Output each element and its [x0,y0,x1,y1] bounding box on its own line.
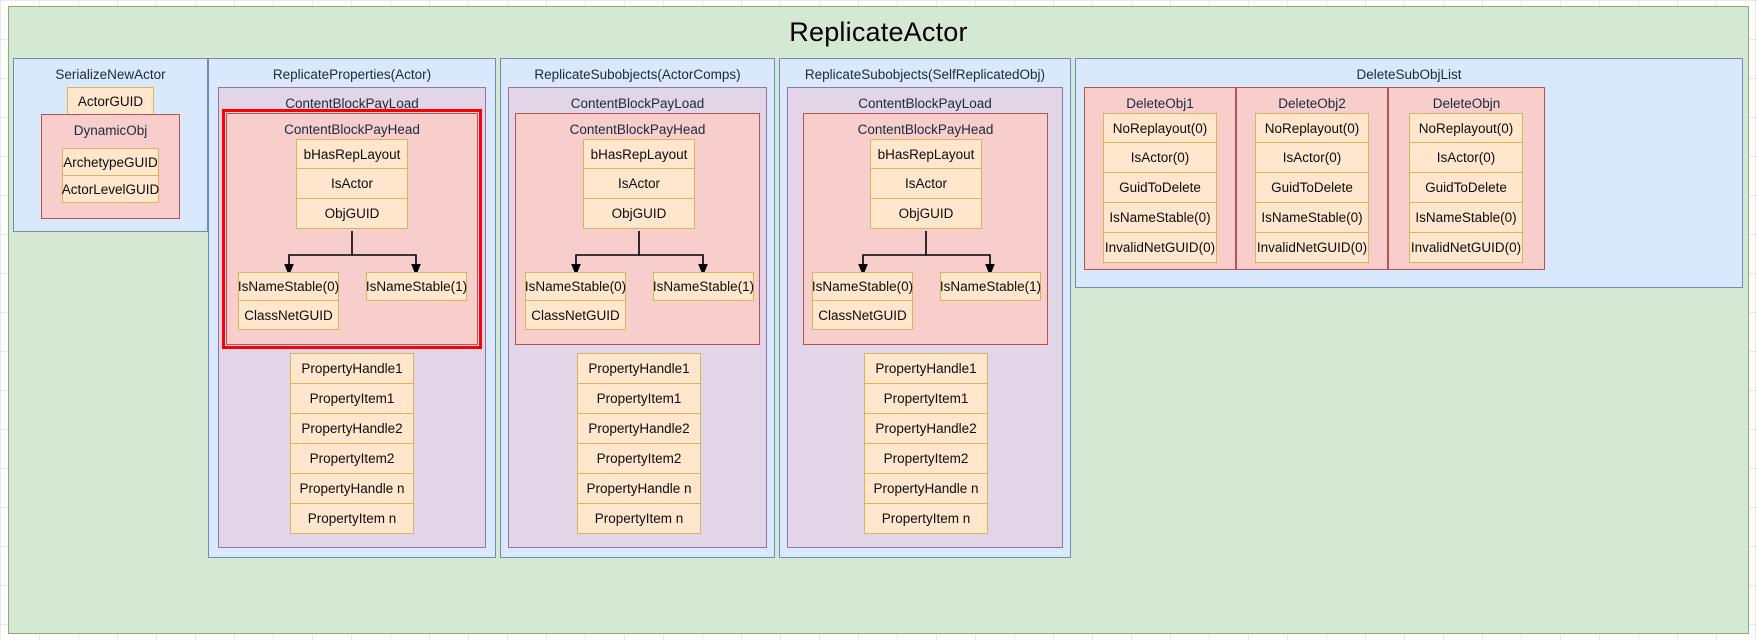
cell-invalidnetguid-0[interactable]: InvalidNetGUID(0) [1103,232,1217,263]
replicate-subobjects-actorcomps-header: ReplicateSubobjects(ActorComps) [534,67,741,82]
cell-property-item-2[interactable]: PropertyItem2 [290,443,414,474]
c1-payhead-header: ContentBlockPayHead [284,122,420,137]
c1-payload-header: ContentBlockPayLoad [285,96,419,111]
page-title: ReplicateActor [789,17,968,47]
cell-isactor-0[interactable]: IsActor(0) [1409,142,1523,173]
cell-objguid[interactable]: ObjGUID [583,198,695,229]
cell-isnamestable-0[interactable]: IsNameStable(0) [1409,202,1523,233]
cell-property-item-1[interactable]: PropertyItem1 [290,383,414,414]
cell-isnamestable-0[interactable]: IsNameStable(0) [238,272,339,301]
replicate-subobjects-selfreplicatedobj-header: ReplicateSubobjects(SelfReplicatedObj) [804,67,1046,82]
cell-property-handle-1[interactable]: PropertyHandle1 [577,353,701,384]
cell-property-item-1[interactable]: PropertyItem1 [577,383,701,414]
delete-obj-2-header: DeleteObj2 [1278,96,1346,111]
cell-property-handle-n[interactable]: PropertyHandle n [577,473,701,504]
cell-objguid[interactable]: ObjGUID [870,198,982,229]
c2-branch-left: IsNameStable(0) ClassNetGUID [525,272,626,330]
cell-isactor[interactable]: IsActor [296,168,408,199]
cell-property-item-2[interactable]: PropertyItem2 [864,443,988,474]
cell-guidtodelete[interactable]: GuidToDelete [1409,172,1523,203]
cell-property-handle-1[interactable]: PropertyHandle1 [290,353,414,384]
dynamic-obj-header: DynamicObj [73,123,148,138]
cell-guidtodelete[interactable]: GuidToDelete [1103,172,1217,203]
serialize-new-actor-header: SerializeNewActor [55,67,166,82]
cell-isnamestable-0[interactable]: IsNameStable(0) [525,272,626,301]
cell-isnamestable-0[interactable]: IsNameStable(0) [812,272,913,301]
cell-isactor-0[interactable]: IsActor(0) [1103,142,1217,173]
cell-property-handle-n[interactable]: PropertyHandle n [864,473,988,504]
cell-property-item-n[interactable]: PropertyItem n [290,503,414,534]
c3-branch-left: IsNameStable(0) ClassNetGUID [812,272,913,330]
cell-property-handle-n[interactable]: PropertyHandle n [290,473,414,504]
cell-isnamestable-1[interactable]: IsNameStable(1) [653,272,754,301]
c2-payhead-header: ContentBlockPayHead [569,122,706,137]
cell-property-handle-1[interactable]: PropertyHandle1 [864,353,988,384]
cell-isnamestable-0[interactable]: IsNameStable(0) [1103,202,1217,233]
delete-obj-n-header: DeleteObjn [1432,96,1501,111]
delete-obj-2-fields: NoReplayout(0) IsActor(0) GuidToDelete I… [1255,113,1369,263]
c3-payhead-header: ContentBlockPayHead [857,122,994,137]
cell-property-handle-2[interactable]: PropertyHandle2 [577,413,701,444]
c3-payload-header: ContentBlockPayLoad [858,96,992,111]
cell-actor-guid[interactable]: ActorGUID [67,87,154,115]
cell-property-item-n[interactable]: PropertyItem n [864,503,988,534]
delete-obj-1-fields: NoReplayout(0) IsActor(0) GuidToDelete I… [1103,113,1217,263]
cell-noreplayout-0[interactable]: NoReplayout(0) [1409,113,1523,143]
delete-sub-obj-list-header: DeleteSubObjList [1356,67,1462,82]
delete-obj-n-fields: NoReplayout(0) IsActor(0) GuidToDelete I… [1409,113,1523,263]
cell-bhasreplayout[interactable]: bHasRepLayout [583,139,695,169]
cell-property-item-2[interactable]: PropertyItem2 [577,443,701,474]
replicate-properties-actor-header: ReplicateProperties(Actor) [272,67,432,82]
cell-isnamestable-1[interactable]: IsNameStable(1) [940,272,1041,301]
cell-invalidnetguid-0[interactable]: InvalidNetGUID(0) [1255,232,1369,263]
cell-isnamestable-1[interactable]: IsNameStable(1) [366,272,467,301]
c2-payload-header: ContentBlockPayLoad [570,96,705,111]
delete-obj-1-header: DeleteObj1 [1126,96,1194,111]
c1-property-list: PropertyHandle1 PropertyItem1 PropertyHa… [290,353,414,534]
cell-archetype-guid[interactable]: ArchetypeGUID [62,148,159,176]
c1-payhead-fields: bHasRepLayout IsActor ObjGUID [296,139,408,229]
c3-property-list: PropertyHandle1 PropertyItem1 PropertyHa… [864,353,988,534]
cell-bhasreplayout[interactable]: bHasRepLayout [870,139,982,169]
cell-bhasreplayout[interactable]: bHasRepLayout [296,139,408,169]
cell-isactor[interactable]: IsActor [870,168,982,199]
c3-payhead-fields: bHasRepLayout IsActor ObjGUID [870,139,982,229]
cell-isactor-0[interactable]: IsActor(0) [1255,142,1369,173]
cell-property-handle-2[interactable]: PropertyHandle2 [290,413,414,444]
cell-property-handle-2[interactable]: PropertyHandle2 [864,413,988,444]
cell-actor-level-guid[interactable]: ActorLevelGUID [62,175,159,203]
cell-isnamestable-0[interactable]: IsNameStable(0) [1255,202,1369,233]
cell-noreplayout-0[interactable]: NoReplayout(0) [1103,113,1217,143]
cell-objguid[interactable]: ObjGUID [296,198,408,229]
cell-invalidnetguid-0[interactable]: InvalidNetGUID(0) [1409,232,1523,263]
cell-classnetguid[interactable]: ClassNetGUID [525,300,626,330]
cell-property-item-n[interactable]: PropertyItem n [577,503,701,534]
cell-guidtodelete[interactable]: GuidToDelete [1255,172,1369,203]
c2-property-list: PropertyHandle1 PropertyItem1 PropertyHa… [577,353,701,534]
cell-isactor[interactable]: IsActor [583,168,695,199]
cell-property-item-1[interactable]: PropertyItem1 [864,383,988,414]
cell-classnetguid[interactable]: ClassNetGUID [238,300,339,330]
dynamic-obj-fields: ArchetypeGUID ActorLevelGUID [62,148,159,203]
c2-payhead-fields: bHasRepLayout IsActor ObjGUID [583,139,695,229]
cell-classnetguid[interactable]: ClassNetGUID [812,300,913,330]
c1-branch-left: IsNameStable(0) ClassNetGUID [238,272,339,330]
cell-noreplayout-0[interactable]: NoReplayout(0) [1255,113,1369,143]
